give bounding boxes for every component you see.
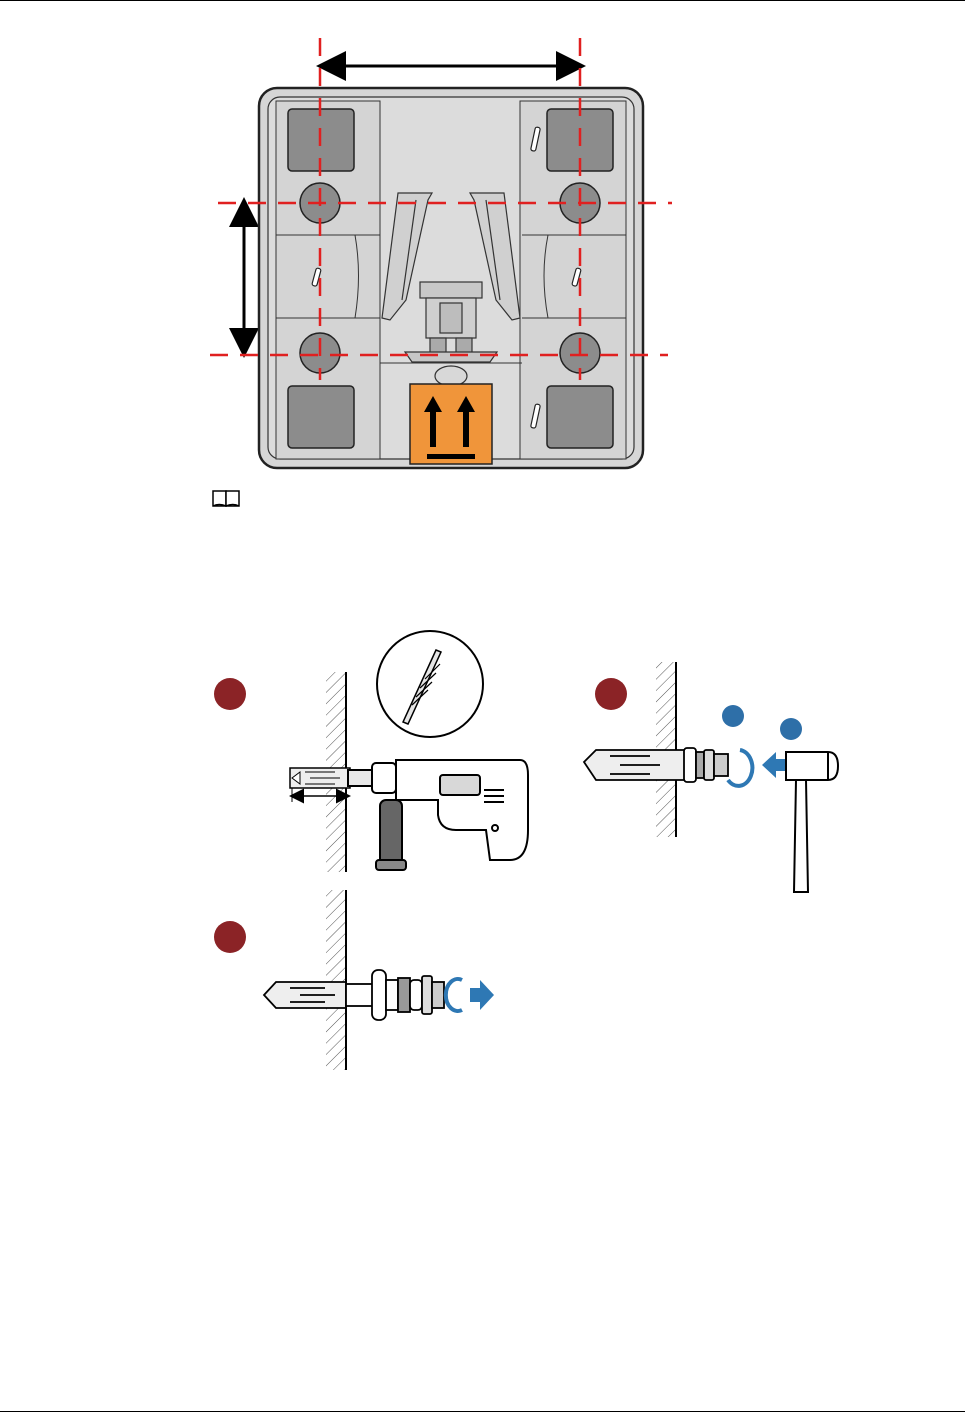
hammer-drill xyxy=(348,760,528,870)
rotate-arrow xyxy=(728,750,752,786)
this-side-up-label xyxy=(410,384,492,464)
pad-bottom-right xyxy=(547,386,613,448)
pad-bottom-left xyxy=(288,386,354,448)
expansion-bolt-step-2 xyxy=(584,748,728,782)
step-3-badge xyxy=(214,921,246,953)
mount-bracket-diagram xyxy=(210,38,672,468)
sub-step-a-badge xyxy=(722,705,744,727)
step-2-badge xyxy=(595,678,627,710)
pull-out-arrow xyxy=(446,979,494,1011)
step-1-badge xyxy=(214,678,246,710)
sub-step-b-badge xyxy=(780,718,802,740)
anchor-installation-diagram xyxy=(214,631,838,1070)
hammer xyxy=(786,752,838,892)
book-note-icon xyxy=(213,491,239,506)
expansion-bolt-step-3 xyxy=(264,970,444,1020)
